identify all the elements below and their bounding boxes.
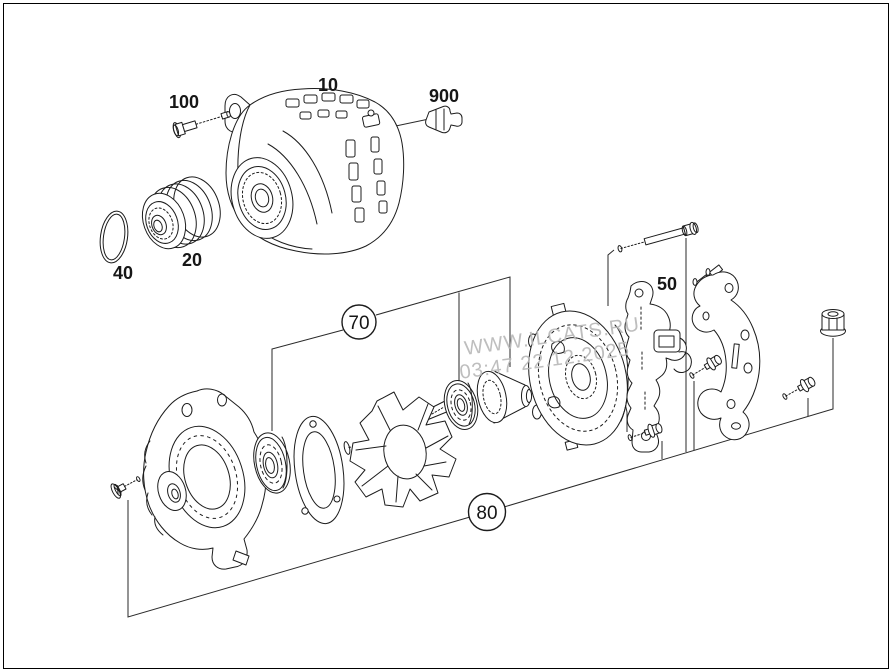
rear-bearing (443, 379, 479, 431)
drive-end-housing (142, 388, 267, 570)
connector-cap (425, 105, 463, 134)
label-o-ring[interactable]: 40 (113, 263, 133, 283)
protective-cap (476, 370, 533, 424)
page-border (3, 3, 889, 669)
label-connector-cap[interactable]: 900 (429, 86, 459, 106)
alternator-vent-slots (285, 92, 388, 223)
rotor-claw-poles (349, 391, 457, 508)
alternator-terminal (362, 109, 381, 128)
cover-screw (782, 376, 816, 400)
rectifier (691, 264, 761, 441)
regulator-connector-socket (653, 329, 681, 353)
callout-70[interactable]: 70 (341, 304, 377, 340)
rotor (343, 391, 457, 508)
overrunning-pulley (141, 176, 221, 250)
through-bolt (617, 221, 699, 253)
callout-70-number[interactable]: 70 (348, 313, 369, 334)
rectifier-screw (627, 423, 663, 442)
housing-screw (110, 476, 141, 499)
label-alternator[interactable]: 10 (318, 75, 338, 95)
label-mounting-bolt[interactable]: 100 (169, 92, 199, 112)
label-voltage-regulator[interactable]: 50 (657, 274, 677, 294)
alternator-front-boss (230, 157, 294, 239)
mounting-bolt (172, 111, 231, 139)
alternator-assembly (224, 88, 405, 255)
housing-foot-slot (232, 550, 250, 566)
o-ring (99, 210, 129, 264)
callout-80[interactable]: 80 (467, 492, 507, 532)
front-bearing (253, 432, 291, 494)
bearing-retainer-plate (293, 415, 345, 525)
label-pulley[interactable]: 20 (182, 250, 202, 270)
flange-nut (820, 309, 846, 337)
callout-80-number[interactable]: 80 (476, 503, 497, 524)
rotor-fan-lines (355, 403, 449, 503)
regulator-screw (689, 354, 722, 379)
stator (528, 302, 629, 451)
